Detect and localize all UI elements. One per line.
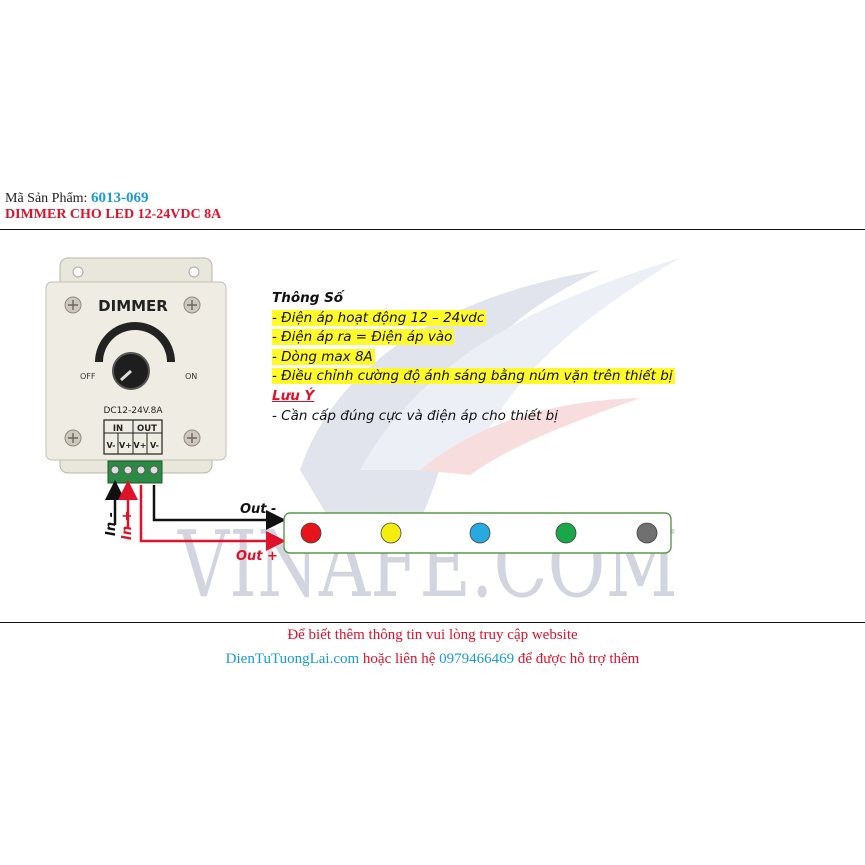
product-code-label: Mã Sản Phẩm: [5, 191, 91, 206]
bottom-divider [0, 622, 865, 623]
note-heading: Lưu Ý [272, 387, 315, 404]
in-label: IN [113, 424, 123, 434]
led-light [555, 522, 577, 544]
footer-middle: hoặc liên hệ [359, 651, 440, 667]
spec-item: - Điện áp hoạt động 12 – 24vdc [272, 309, 487, 326]
wire-out-plus [139, 485, 286, 551]
led-light [636, 522, 658, 544]
led-light [300, 522, 322, 544]
website-link[interactable]: DienTuTuongLai.com [225, 651, 360, 667]
product-code: Mã Sản Phẩm: 6013-069 [5, 190, 148, 207]
pin-label: V- [107, 441, 116, 450]
in-plus-label: In + [120, 510, 135, 540]
product-title: DIMMER CHO LED 12-24VDC 8A [5, 207, 222, 222]
specs-panel: Thông Số - Điện áp hoạt động 12 – 24vdc … [272, 289, 675, 426]
pin-label: V- [150, 441, 159, 450]
note-item: - Cần cấp đúng cực và điện áp cho thiết … [272, 407, 558, 424]
pin-label: V+ [134, 441, 147, 450]
rating-label: DC12-24V.8A [103, 406, 163, 416]
pin-label: V+ [119, 441, 132, 450]
out-plus-label: Out + [236, 549, 278, 564]
out-label: OUT [137, 424, 157, 434]
specs-heading: Thông Số [272, 290, 344, 306]
device-name: DIMMER [98, 297, 168, 315]
spec-item: - Dòng max 8A [272, 348, 375, 365]
watermark-logo [300, 258, 680, 520]
spec-item: - Điều chỉnh cường độ ánh sáng bằng núm … [272, 368, 675, 385]
dimmer-device [45, 257, 227, 484]
in-minus-label: In - [104, 511, 119, 536]
wire-out-minus [152, 485, 286, 530]
product-code-value: 6013-069 [90, 190, 149, 206]
spec-item: - Điện áp ra = Điện áp vào [272, 329, 455, 346]
top-divider [0, 229, 865, 230]
phone-number[interactable]: 0979466469 [439, 651, 515, 667]
on-label: ON [185, 372, 197, 381]
footer-info: Để biết thêm thông tin vui lòng truy cập… [287, 627, 578, 643]
footer-contact: DienTuTuongLai.com hoặc liên hệ 09794664… [0, 651, 865, 668]
out-minus-label: Out - [240, 502, 277, 517]
led-light [380, 522, 402, 544]
led-light [469, 522, 491, 544]
footer-end: để được hỗ trợ thêm [514, 651, 640, 667]
off-label: OFF [80, 372, 96, 381]
